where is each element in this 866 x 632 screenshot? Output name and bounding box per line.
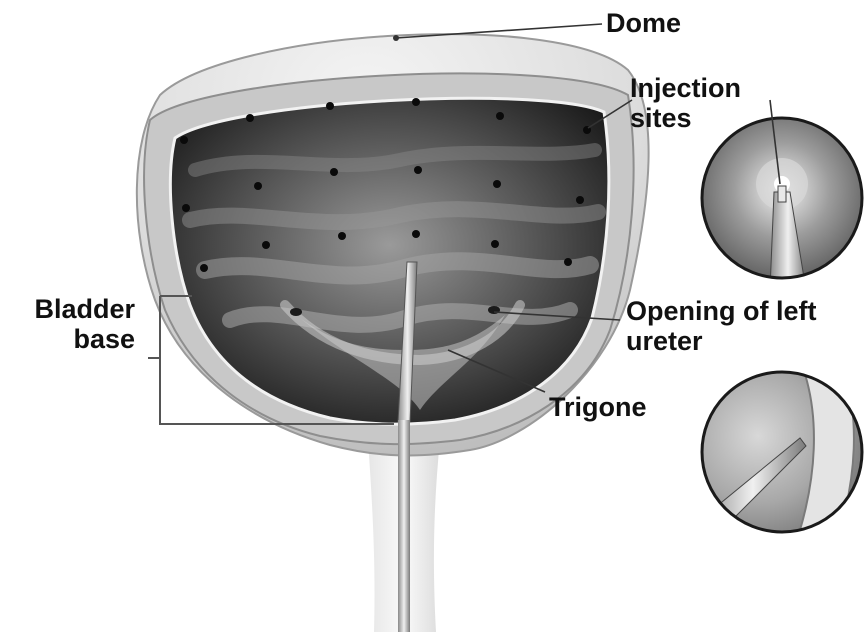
injection-dot xyxy=(338,232,346,240)
injection-dot xyxy=(412,230,420,238)
injection-dot xyxy=(414,166,422,174)
left-ureter-opening-label: Opening of left ureter xyxy=(626,296,816,356)
injection-dot xyxy=(254,182,262,190)
leader-dot-dome xyxy=(393,35,399,41)
injection-dot xyxy=(491,240,499,248)
injection-dot xyxy=(262,241,270,249)
bladder-base-label-line-1: Bladder xyxy=(10,294,135,324)
injection-dot xyxy=(326,102,334,110)
injection-dot xyxy=(330,168,338,176)
dome-label: Dome xyxy=(606,8,681,38)
injection-dot xyxy=(564,258,572,266)
injection-sites-label: Injection sites xyxy=(630,73,741,133)
injection-dot xyxy=(412,98,420,106)
left-ureter-label-line-2: ureter xyxy=(626,326,816,356)
trigone-label: Trigone xyxy=(549,392,647,422)
injection-dot xyxy=(182,204,190,212)
right-ureter-opening xyxy=(290,308,302,316)
injection-sites-label-line-2: sites xyxy=(630,103,741,133)
injection-dot xyxy=(200,264,208,272)
injection-dot xyxy=(246,114,254,122)
injection-dot xyxy=(576,196,584,204)
inset-wall-section-detail xyxy=(700,360,862,560)
left-ureter-label-line-1: Opening of left xyxy=(626,296,816,326)
injection-dot xyxy=(180,136,188,144)
injection-dot xyxy=(493,180,501,188)
bladder-base-label: Bladder base xyxy=(10,294,135,354)
cystoscope-shaft xyxy=(398,420,410,632)
bladder-base-label-line-2: base xyxy=(10,324,135,354)
injection-dot xyxy=(496,112,504,120)
injection-sites-label-line-1: Injection xyxy=(630,73,741,103)
